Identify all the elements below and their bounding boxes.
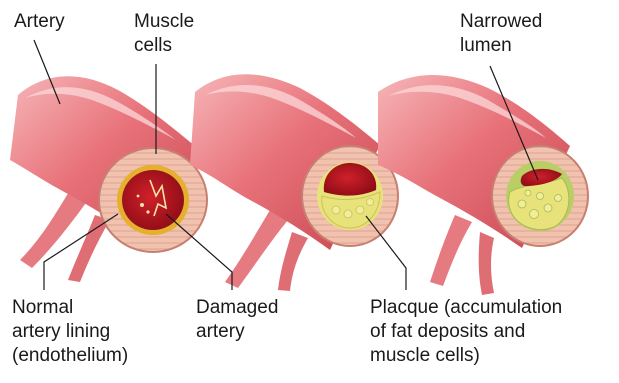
artery-3-branch bbox=[430, 215, 472, 286]
plaque-globule bbox=[544, 204, 552, 212]
plaque-globule bbox=[530, 210, 539, 219]
artery-2-branch bbox=[225, 210, 288, 288]
artery-1 bbox=[10, 76, 207, 282]
plaque-globule bbox=[332, 206, 340, 214]
plaque-globule bbox=[367, 199, 374, 206]
label-damaged-artery-line-2: artery bbox=[196, 320, 278, 344]
artery-1-damage-spot bbox=[146, 210, 149, 213]
label-normal-lining-line-3: (endothelium) bbox=[12, 344, 128, 368]
label-artery-text: Artery bbox=[14, 10, 65, 34]
label-plaque: Placque (accumulation of fat deposits an… bbox=[370, 296, 562, 368]
label-muscle-cells-line-2: cells bbox=[134, 34, 194, 58]
label-narrowed-lumen-line-1: Narrowed bbox=[460, 10, 542, 34]
label-damaged-artery: Damaged artery bbox=[196, 296, 278, 344]
label-normal-artery-lining: Normal artery lining (endothelium) bbox=[12, 296, 128, 368]
label-plaque-line-3: muscle cells) bbox=[370, 344, 562, 368]
label-narrowed-lumen: Narrowed lumen bbox=[460, 10, 542, 58]
plaque-globule bbox=[356, 206, 364, 214]
label-plaque-line-2: of fat deposits and bbox=[370, 320, 562, 344]
label-artery: Artery bbox=[14, 10, 65, 34]
artery-2 bbox=[190, 74, 398, 291]
label-plaque-line-1: Placque (accumulation bbox=[370, 296, 562, 320]
plaque-globule bbox=[525, 190, 531, 196]
plaque-globule bbox=[537, 193, 544, 200]
artery-1-damage-spot bbox=[137, 195, 140, 198]
artery-1-branch bbox=[68, 215, 110, 282]
artery-2-branch bbox=[278, 232, 308, 291]
label-normal-lining-line-2: artery lining bbox=[12, 320, 128, 344]
plaque-globule bbox=[555, 195, 562, 202]
label-damaged-artery-line-1: Damaged bbox=[196, 296, 278, 320]
label-normal-lining-line-1: Normal bbox=[12, 296, 128, 320]
plaque-globule bbox=[344, 210, 352, 218]
artery-3 bbox=[378, 75, 588, 295]
artery-1-damage-spot bbox=[140, 203, 144, 207]
label-narrowed-lumen-line-2: lumen bbox=[460, 34, 542, 58]
label-muscle-cells: Muscle cells bbox=[134, 10, 194, 58]
label-muscle-cells-line-1: Muscle bbox=[134, 10, 194, 34]
plaque-globule bbox=[518, 200, 526, 208]
artery-3-branch bbox=[479, 232, 494, 295]
